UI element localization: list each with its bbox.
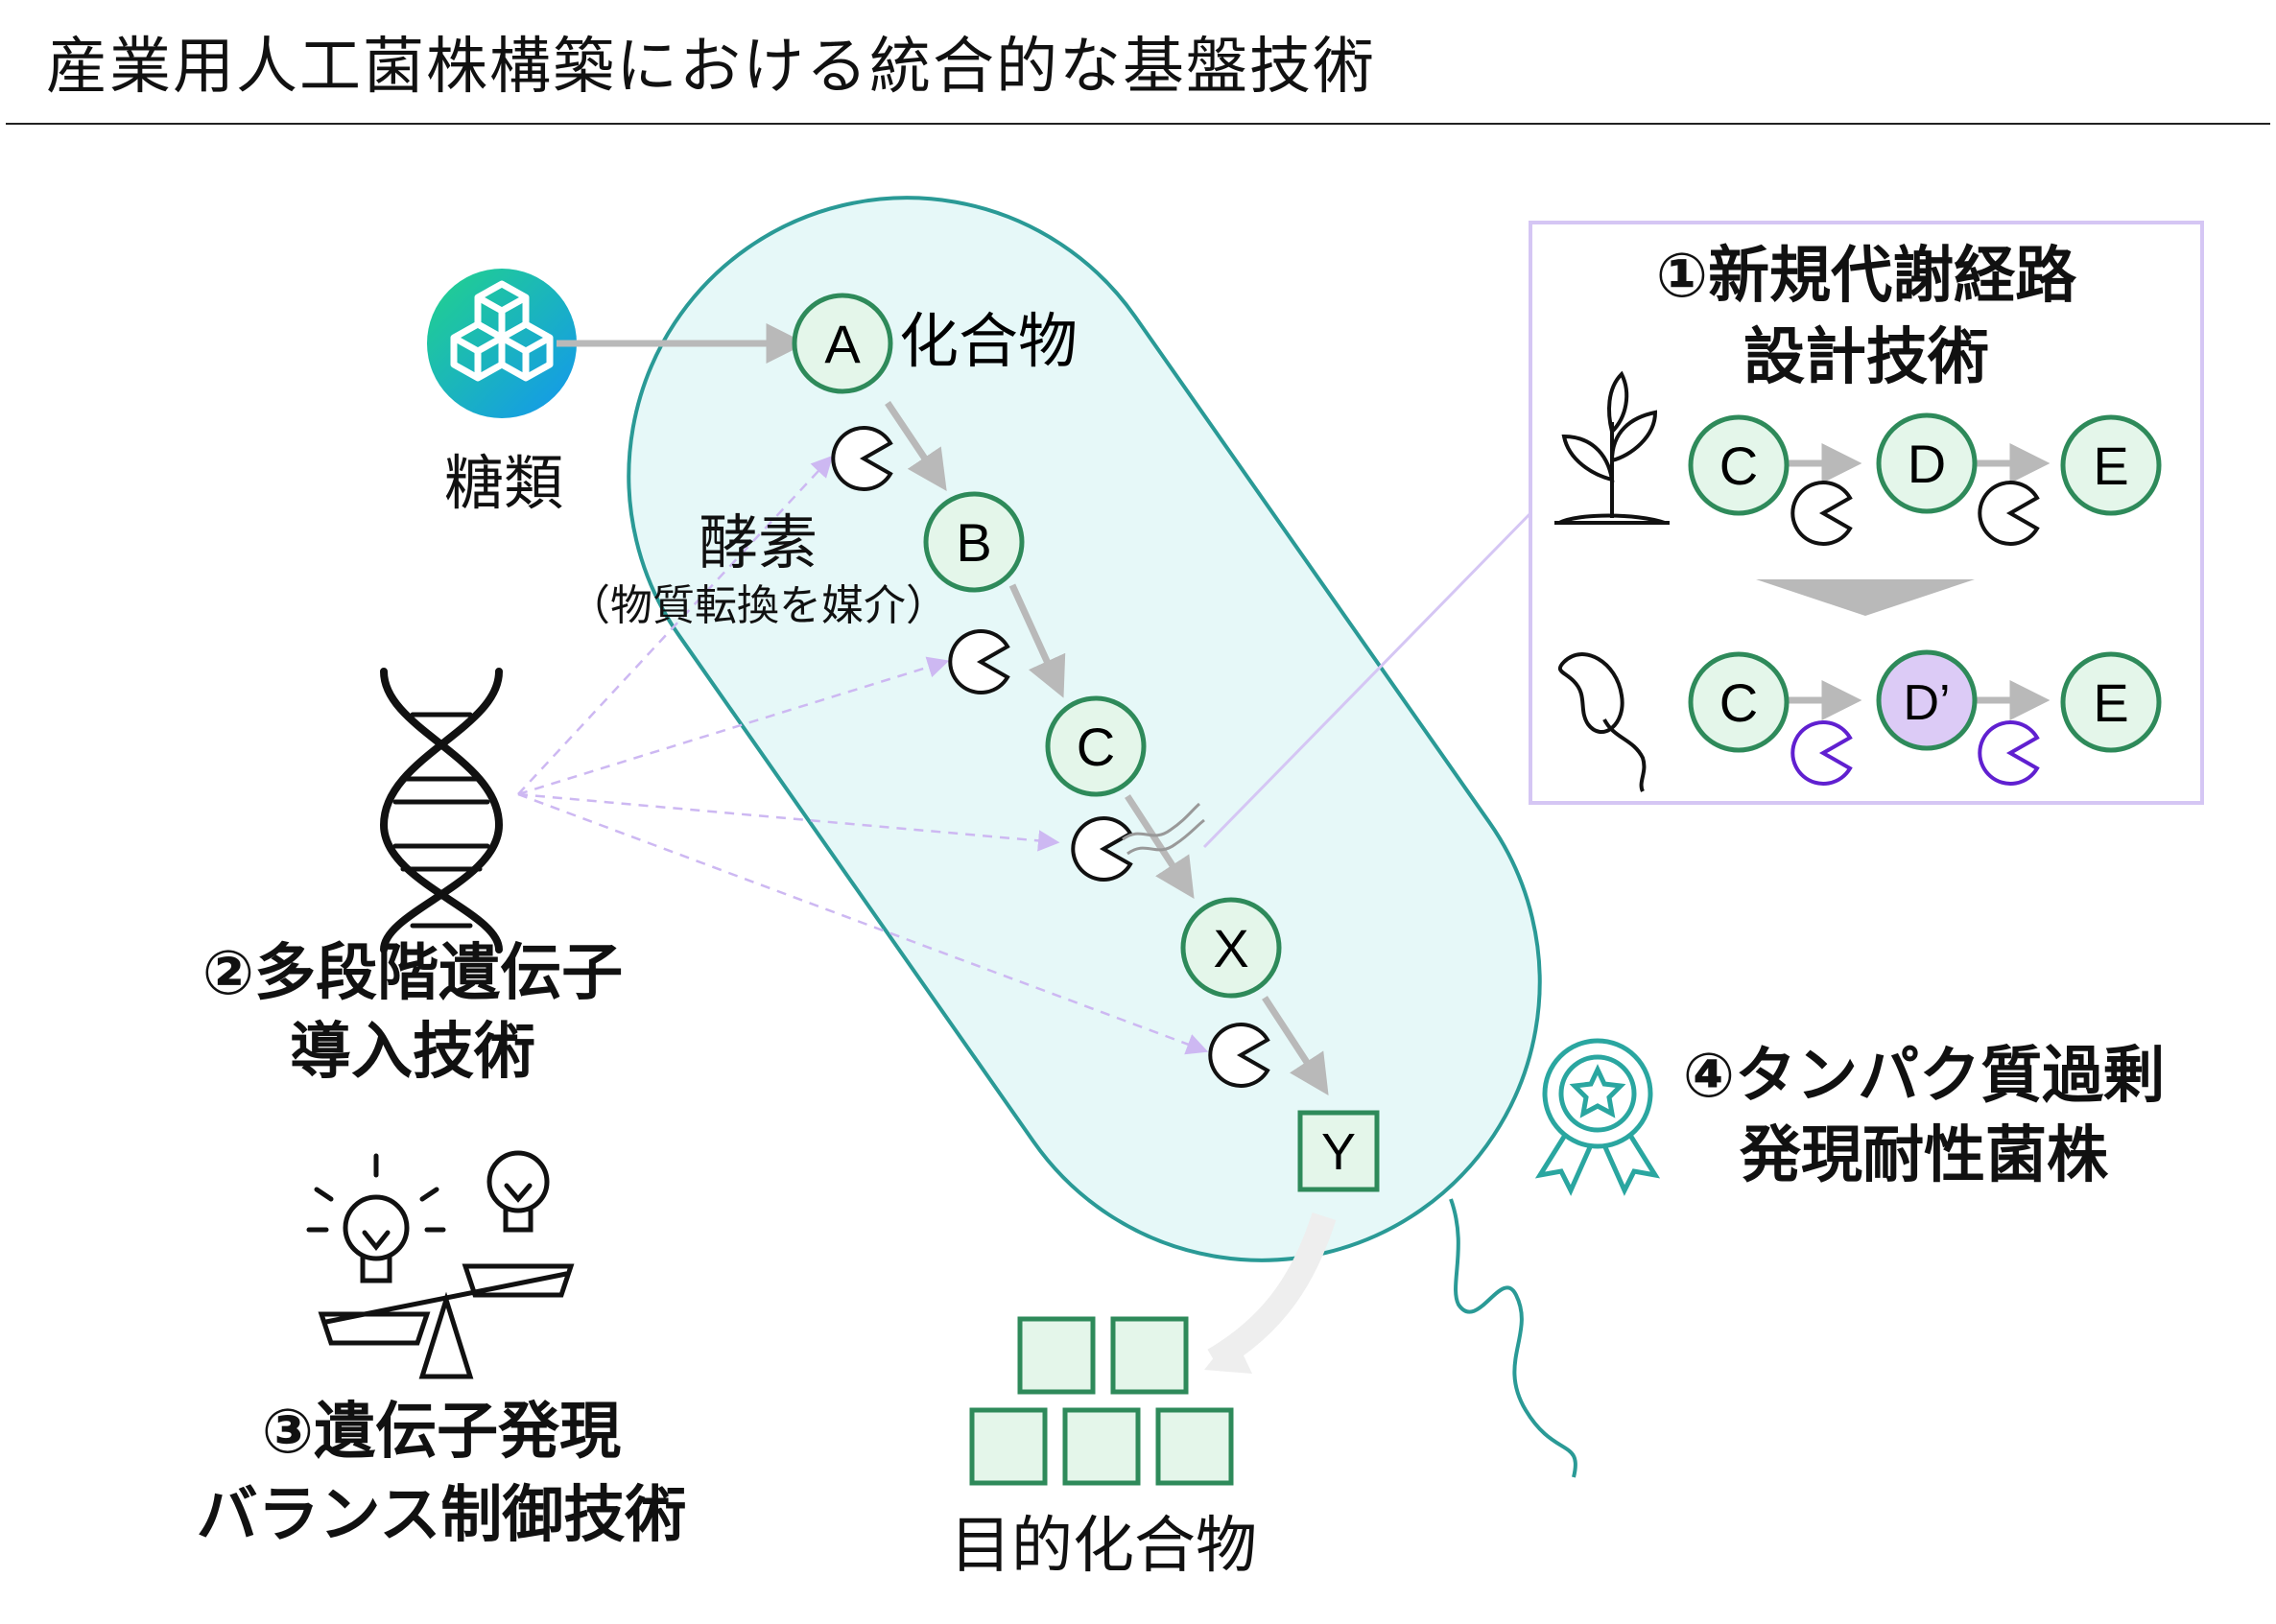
product-label: 目的化合物 (950, 1511, 1257, 1582)
modification-squiggle (1122, 802, 1205, 856)
enzyme-sublabel: （物質転換を媒介） (568, 581, 948, 630)
node-b-label: B (956, 512, 991, 573)
flagellum (1449, 1198, 1577, 1478)
transform-triangle (1756, 579, 1975, 616)
plant-icon (1554, 370, 1670, 525)
tech1-title-line1: ①新規代謝経路 (1655, 241, 2077, 312)
tech1-bottom-row: C D’ E (1688, 649, 2162, 786)
tech1-top-node-1: C (1719, 435, 1758, 496)
tech1-top-row: C D E (1688, 412, 2162, 546)
microbe-icon (1557, 652, 1647, 792)
tech2-title-line1: ②多段階遺伝子 (202, 938, 624, 1009)
node-c: C (1045, 695, 1147, 797)
pathway-arrows (885, 401, 1329, 1096)
sugar-label: 糖類 (443, 448, 563, 518)
gene-transfer-dashes (517, 455, 1209, 1055)
tech3-title-line2: バランス制御技術 (196, 1480, 687, 1551)
node-y-label: Y (1321, 1123, 1356, 1181)
node-a-label: A (824, 314, 861, 374)
tech1-top-node-2: D (1908, 434, 1946, 494)
cubes-icon (427, 269, 577, 418)
title-divider (6, 123, 2270, 125)
page-title: 産業用人工菌株構築における統合的な基盤技術 (46, 32, 1376, 103)
product-blocks (969, 1316, 1234, 1486)
lightbulb-balance-icon (306, 1150, 575, 1379)
node-c-label: C (1077, 717, 1115, 777)
node-a: A (792, 293, 893, 394)
node-x-label: X (1213, 918, 1248, 978)
dna-icon (379, 668, 504, 953)
tech4-title-line1: ④タンパク質過剰 (1682, 1041, 2166, 1112)
tech1-bottom-node-3: E (2093, 672, 2128, 733)
enzyme-label: 酵素 (698, 507, 818, 577)
panel-connector (1202, 506, 1537, 849)
award-icon (1534, 1038, 1661, 1196)
tech1-title-line2: 設計技術 (1743, 322, 1989, 393)
tech1-top-node-3: E (2093, 435, 2128, 496)
tech4-title-line2: 発現耐性菌株 (1740, 1120, 2108, 1191)
tech1-bottom-node-1: C (1719, 672, 1758, 733)
tech3-title-line1: ③遺伝子発現 (261, 1397, 622, 1468)
node-b: B (923, 491, 1025, 593)
tech2-title-line2: 導入技術 (290, 1017, 535, 1088)
compound-label: 化合物 (899, 306, 1078, 376)
node-y: Y (1297, 1110, 1380, 1192)
enzyme-icons (831, 426, 1270, 1088)
tech1-bottom-node-2: D’ (1903, 675, 1950, 731)
node-x: X (1180, 897, 1282, 999)
